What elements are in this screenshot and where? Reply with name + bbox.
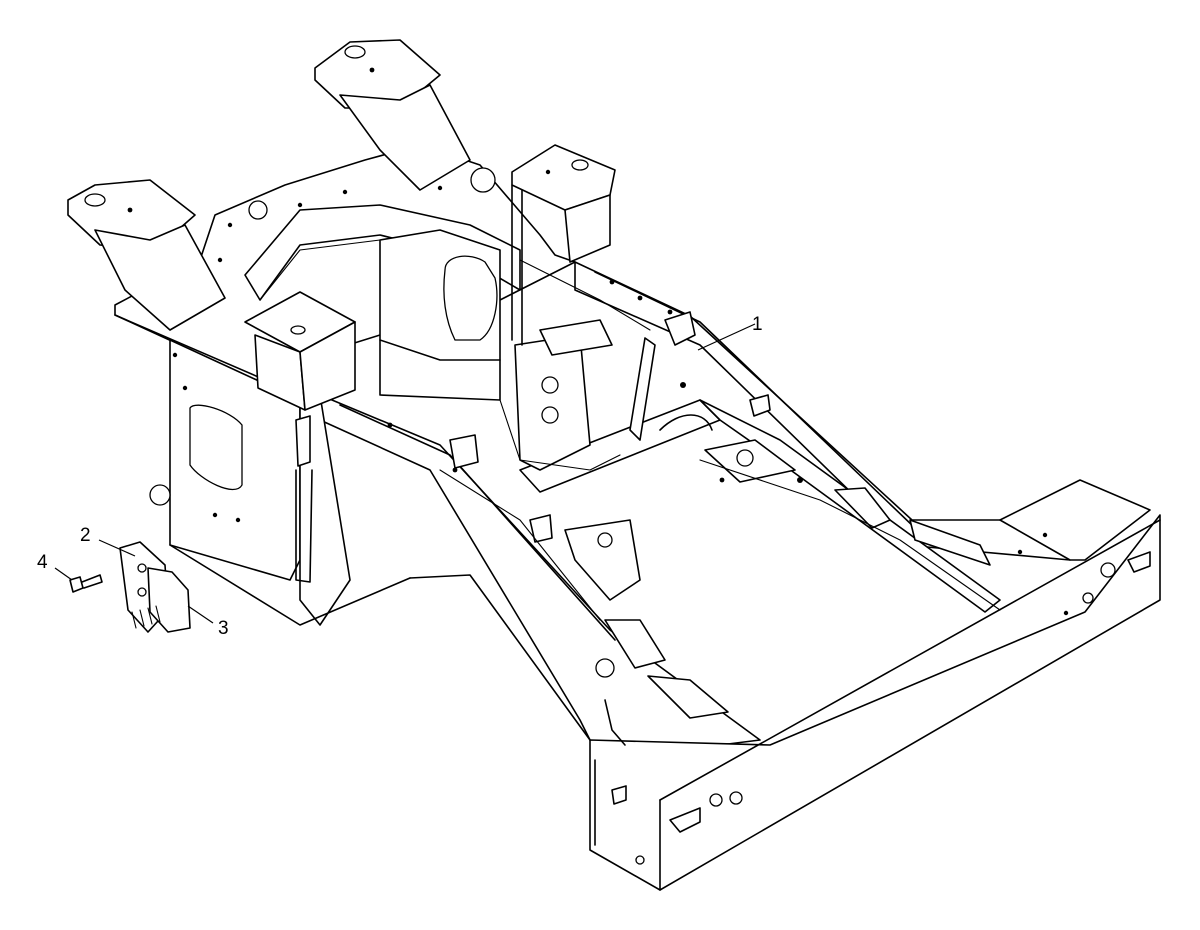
mounting-pad-front-right <box>244 291 356 411</box>
mounting-pad-rear-left <box>314 39 471 191</box>
front-support-box <box>149 339 591 741</box>
main-frame <box>67 39 1161 891</box>
callout-group: 1 2 3 4 <box>37 314 763 639</box>
callout-3: 3 <box>218 618 229 639</box>
interior-bracing <box>259 239 1001 621</box>
leader-line-2 <box>98 539 136 557</box>
callout-1: 1 <box>752 314 763 335</box>
callout-4: 4 <box>37 552 48 573</box>
bolt-part-4 <box>69 574 103 593</box>
mounting-pad-front-left <box>67 179 226 331</box>
leader-line-3 <box>187 605 214 624</box>
rubber-mount-part-3 <box>131 567 191 633</box>
central-tower <box>379 179 613 471</box>
right-side-rail <box>574 261 1071 561</box>
callout-2: 2 <box>80 525 91 546</box>
leader-line-4 <box>54 567 73 581</box>
leader-line-1 <box>697 323 756 351</box>
rail-brackets <box>449 311 991 746</box>
rear-cross-beam <box>589 479 1161 891</box>
mounting-pad-rear-right <box>511 144 616 263</box>
